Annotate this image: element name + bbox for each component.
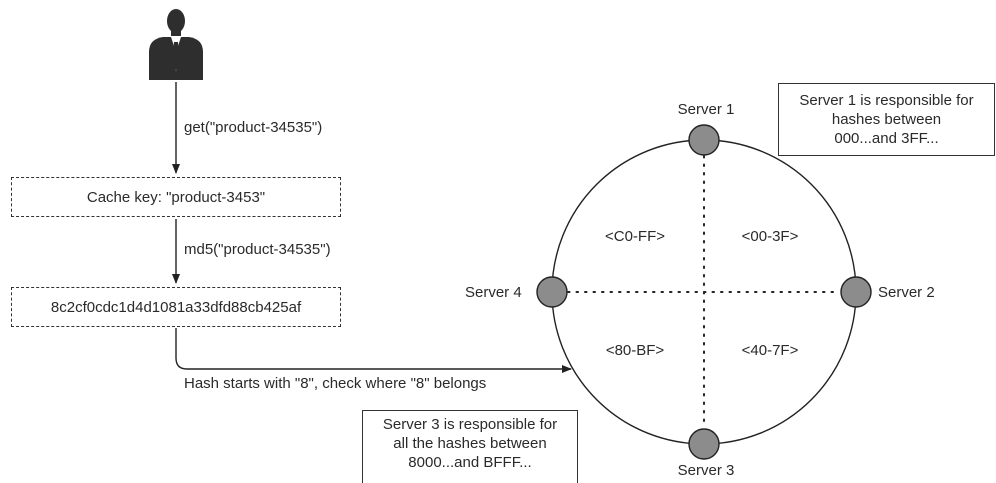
server-3-note-line-2: all the hashes between [393, 435, 547, 452]
get-call-label: get("product-34535") [184, 119, 323, 136]
server-1-note: Server 1 is responsible for hashes betwe… [778, 83, 995, 156]
hash-value-text: 8c2cf0cdc1d4d1081a33dfd88cb425af [50, 298, 302, 316]
server-3-node [688, 428, 720, 460]
server-1-label: Server 1 [677, 101, 735, 118]
person-icon [149, 9, 203, 80]
server-3-note-line-3: 8000...and BFFF... [408, 454, 532, 471]
server-4-node [536, 276, 568, 308]
cache-key-text: Cache key: "product-3453" [86, 188, 266, 206]
server-4-label: Server 4 [465, 284, 522, 301]
server-3-note: Server 3 is responsible for all the hash… [362, 410, 578, 483]
md5-call-label: md5("product-34535") [184, 241, 331, 258]
range-bottom-left: <80-BF> [605, 342, 665, 359]
server-2-node [840, 276, 872, 308]
server-1-note-line-2: hashes between [831, 111, 942, 128]
server-3-label: Server 3 [677, 462, 735, 479]
hash-value-box: 8c2cf0cdc1d4d1081a33dfd88cb425af [11, 287, 341, 327]
server-1-node [688, 124, 720, 156]
server-3-note-line-1: Server 3 is responsible for [382, 416, 558, 433]
server-2-label: Server 2 [878, 284, 935, 301]
server-1-note-line-3: 000...and 3FF... [834, 130, 939, 147]
hash-note-label: Hash starts with "8", check where "8" be… [184, 375, 487, 392]
server-1-note-line-1: Server 1 is responsible for [799, 92, 974, 109]
range-top-left: <C0-FF> [604, 228, 666, 245]
cache-key-box: Cache key: "product-3453" [11, 177, 341, 217]
range-bottom-right: <40-7F> [741, 342, 799, 359]
arrow-hash-to-ring [175, 328, 572, 373]
range-top-right: <00-3F> [741, 228, 799, 245]
